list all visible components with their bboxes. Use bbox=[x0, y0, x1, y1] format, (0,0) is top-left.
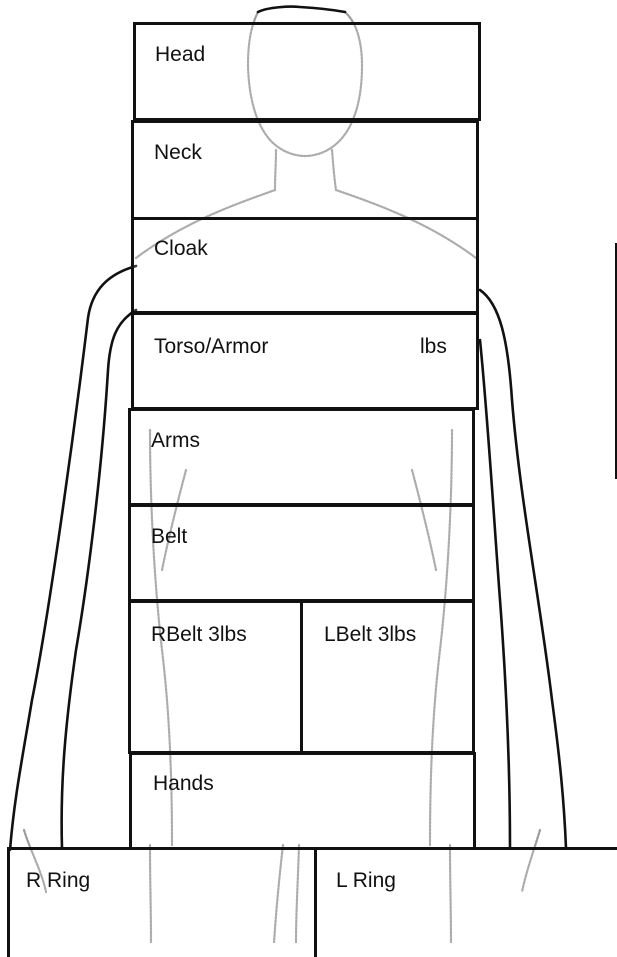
neck-slot[interactable] bbox=[131, 120, 479, 220]
torso-weight-unit: lbs bbox=[420, 336, 447, 357]
torso-armor-label: Torso/Armor bbox=[154, 336, 268, 357]
arms-slot[interactable] bbox=[128, 408, 475, 506]
head-slot[interactable] bbox=[133, 22, 481, 121]
cloak-slot[interactable] bbox=[131, 217, 479, 314]
head-label: Head bbox=[155, 44, 205, 65]
r-ring-slot[interactable] bbox=[7, 847, 317, 957]
r-ring-label: R Ring bbox=[26, 870, 90, 891]
l-ring-slot[interactable] bbox=[314, 847, 617, 957]
l-ring-label: L Ring bbox=[336, 870, 396, 891]
cloak-label: Cloak bbox=[154, 238, 208, 259]
belt-label: Belt bbox=[151, 526, 187, 547]
hands-slot[interactable] bbox=[129, 752, 476, 850]
rbelt-label: RBelt 3lbs bbox=[151, 624, 247, 645]
torso-armor-slot[interactable] bbox=[131, 312, 479, 410]
lbelt-label: LBelt 3lbs bbox=[324, 624, 416, 645]
belt-slot[interactable] bbox=[128, 504, 475, 602]
hands-label: Hands bbox=[153, 773, 214, 794]
arms-label: Arms bbox=[151, 430, 200, 451]
neck-label: Neck bbox=[154, 142, 202, 163]
